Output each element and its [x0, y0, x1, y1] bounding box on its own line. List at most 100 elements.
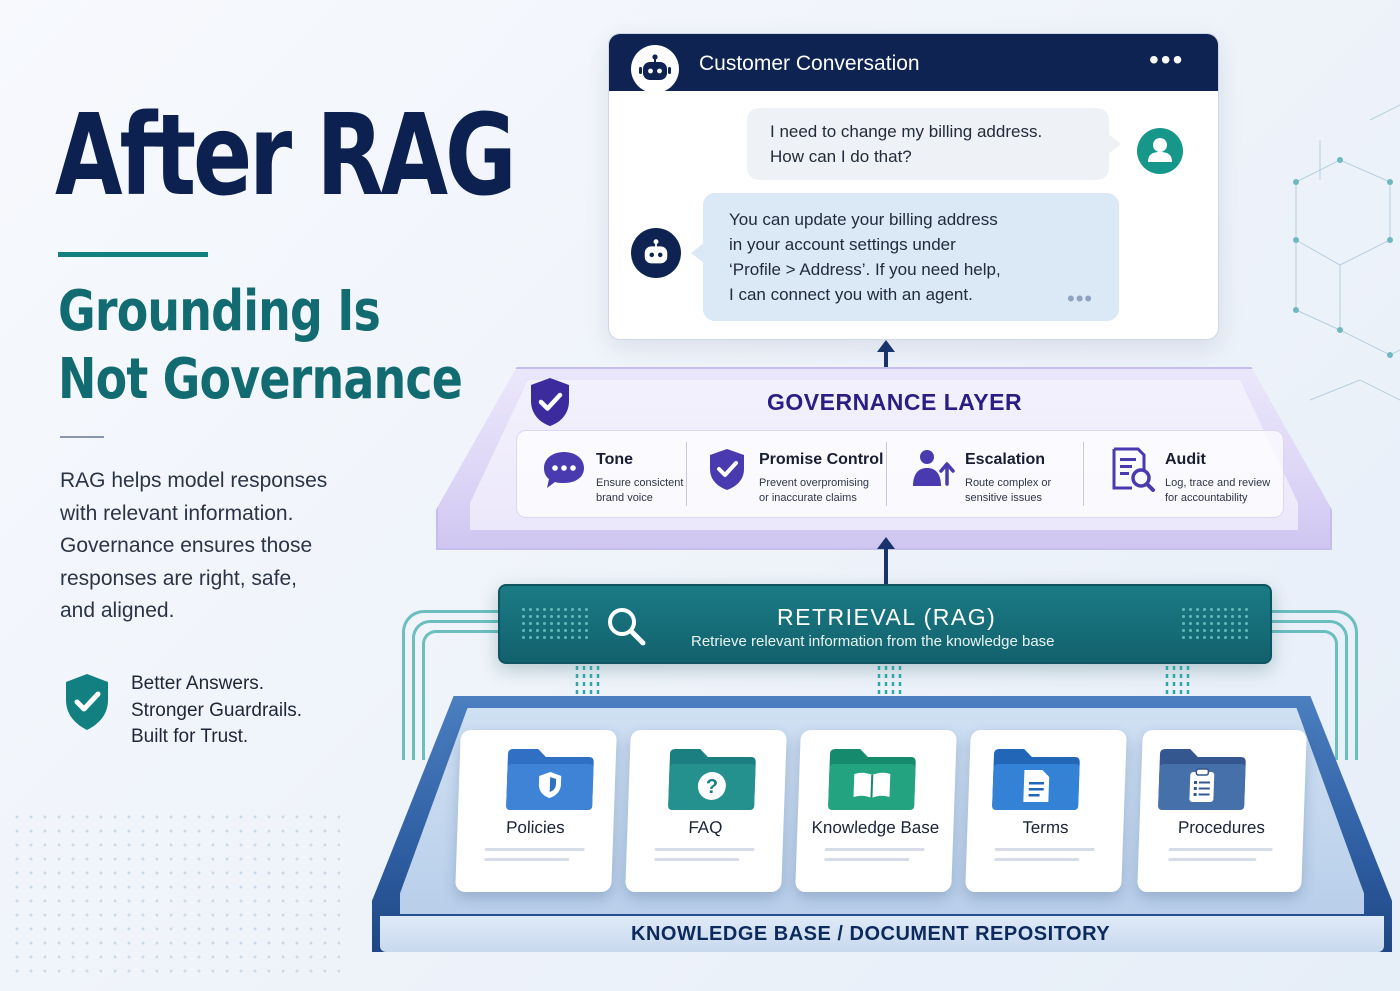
question-folder-icon: ? — [668, 749, 756, 810]
document-card-procedures[interactable]: Procedures — [1137, 730, 1307, 892]
divider — [886, 442, 887, 506]
document-folder-icon — [992, 749, 1080, 810]
desc-line: Prevent overpromising — [759, 477, 870, 489]
governance-title: GOVERNANCE LAYER — [767, 389, 1023, 415]
flow-lines — [575, 666, 600, 722]
subtitle-line: Grounding Is — [58, 279, 381, 344]
governance-item-audit: Audit Log, trace and review for accounta… — [1110, 440, 1300, 510]
knowledge-base-label: KNOWLEDGE BASE / DOCUMENT REPOSITORY — [631, 923, 1111, 945]
governance-item-title: Escalation — [965, 451, 1046, 468]
dot-pattern — [10, 810, 340, 980]
chat-title: Customer Conversation — [699, 52, 920, 75]
user-icon — [1148, 138, 1172, 162]
connector-line — [1272, 620, 1348, 760]
clipboard-folder-icon — [1158, 749, 1246, 810]
arrow-up-icon — [877, 537, 895, 549]
governance-item-title: Tone — [596, 451, 634, 468]
intro-line: and aligned. — [60, 599, 175, 622]
document-card-policies[interactable]: Policies — [455, 730, 617, 892]
governance-item-escalation: Escalation Route complex or sensitive is… — [910, 440, 1100, 510]
governance-item-desc: Prevent overpromising or inaccurate clai… — [759, 476, 869, 506]
more-options-icon[interactable]: ••• — [1149, 44, 1185, 75]
message-line: in your account settings under — [729, 235, 956, 254]
text-line — [654, 848, 755, 851]
governance-item-title: Promise Control — [759, 451, 884, 468]
shield-folder-icon — [506, 749, 594, 810]
divider — [1083, 442, 1084, 506]
svg-text:?: ? — [705, 776, 718, 798]
desc-line: Log, trace and review — [1165, 477, 1271, 489]
network-decoration — [1293, 104, 1400, 401]
card-label: Knowledge Base — [811, 818, 940, 837]
user-avatar — [1137, 128, 1183, 174]
text-line — [994, 848, 1095, 851]
card-label: FAQ — [688, 818, 723, 837]
connector-line — [412, 620, 498, 760]
badge-tagline: Better Answers. Stronger Guardrails. Bui… — [131, 671, 302, 751]
tagline-line: Stronger Guardrails. — [131, 699, 303, 721]
tagline-line: Built for Trust. — [131, 726, 249, 747]
document-search-icon — [1112, 447, 1155, 492]
card-label: Procedures — [1177, 818, 1266, 837]
chat-bubble-icon — [544, 452, 584, 488]
message-line: You can update your billing address — [729, 210, 998, 229]
text-line — [824, 858, 910, 861]
text-line — [484, 858, 570, 861]
message-line: How can I do that? — [770, 147, 912, 166]
intro-line: with relevant information. — [60, 501, 294, 525]
page-title: After RAG — [55, 91, 517, 221]
intro-line: responses are right, safe, — [60, 566, 297, 590]
chat-window: Customer Conversation ••• I need to chan… — [608, 33, 1219, 340]
bot-message: You can update your billing address in y… — [691, 193, 1119, 321]
book-folder-icon — [828, 749, 916, 810]
governance-panel — [516, 430, 1284, 518]
text-line — [1168, 858, 1257, 861]
dot-pattern — [1180, 606, 1250, 640]
divider — [60, 436, 104, 438]
title-underline — [58, 252, 208, 257]
intro-paragraph: RAG helps model responses with relevant … — [60, 465, 360, 628]
message-line: ‘Profile > Address’. If you need help, — [729, 260, 1001, 279]
subtitle-line: Not Governance — [58, 347, 463, 412]
flow-arrow — [884, 350, 888, 372]
document-card-faq[interactable]: ? FAQ — [625, 730, 787, 892]
intro-line: Governance ensures those — [60, 534, 313, 557]
robot-icon — [639, 54, 671, 80]
desc-line: Ensure consictent — [596, 477, 684, 489]
governance-item-tone: Tone Ensure consictent brand voice — [541, 440, 731, 510]
retrieval-title: RETRIEVAL (RAG) — [777, 604, 997, 630]
connector-line — [402, 610, 498, 760]
shield-check-icon — [66, 674, 108, 730]
desc-line: for accountability — [1165, 492, 1248, 504]
governance-item-promise-control: Promise Control Prevent overpromising or… — [704, 440, 894, 510]
flow-lines — [877, 666, 902, 722]
flow-arrow — [884, 547, 888, 585]
shield-check-icon — [710, 449, 744, 490]
typing-indicator: ••• — [1067, 286, 1094, 311]
governance-item-title: Audit — [1165, 451, 1206, 468]
desc-line: Route complex or — [965, 477, 1052, 489]
intro-line: RAG helps model responses — [60, 469, 328, 492]
retrieval-description: Retrieve relevant information from the k… — [691, 633, 1055, 650]
message-line: I can connect you with an agent. — [729, 285, 973, 304]
desc-line: brand voice — [596, 492, 653, 504]
chat-header — [609, 34, 1218, 91]
shield-check-icon — [531, 378, 569, 426]
document-card-terms[interactable]: Terms — [965, 730, 1127, 892]
connector-line — [422, 630, 498, 760]
page-subtitle: Grounding Is Not Governance — [58, 278, 463, 414]
dot-pattern — [520, 606, 590, 640]
flow-lines — [1165, 666, 1190, 722]
bot-avatar — [631, 228, 681, 278]
governance-item-desc: Log, trace and review for accountability — [1165, 476, 1270, 506]
card-label: Terms — [1021, 818, 1069, 837]
card-label: Policies — [505, 818, 566, 837]
governance-item-desc: Ensure consictent brand voice — [596, 476, 683, 506]
bot-avatar — [631, 45, 679, 93]
desc-line: sensitive issues — [965, 492, 1043, 504]
search-icon — [608, 608, 646, 646]
message-line: I need to change my billing address. — [770, 122, 1043, 141]
document-card-knowledge-base[interactable]: Knowledge Base — [795, 730, 957, 892]
text-line — [484, 848, 585, 851]
text-line — [994, 858, 1080, 861]
